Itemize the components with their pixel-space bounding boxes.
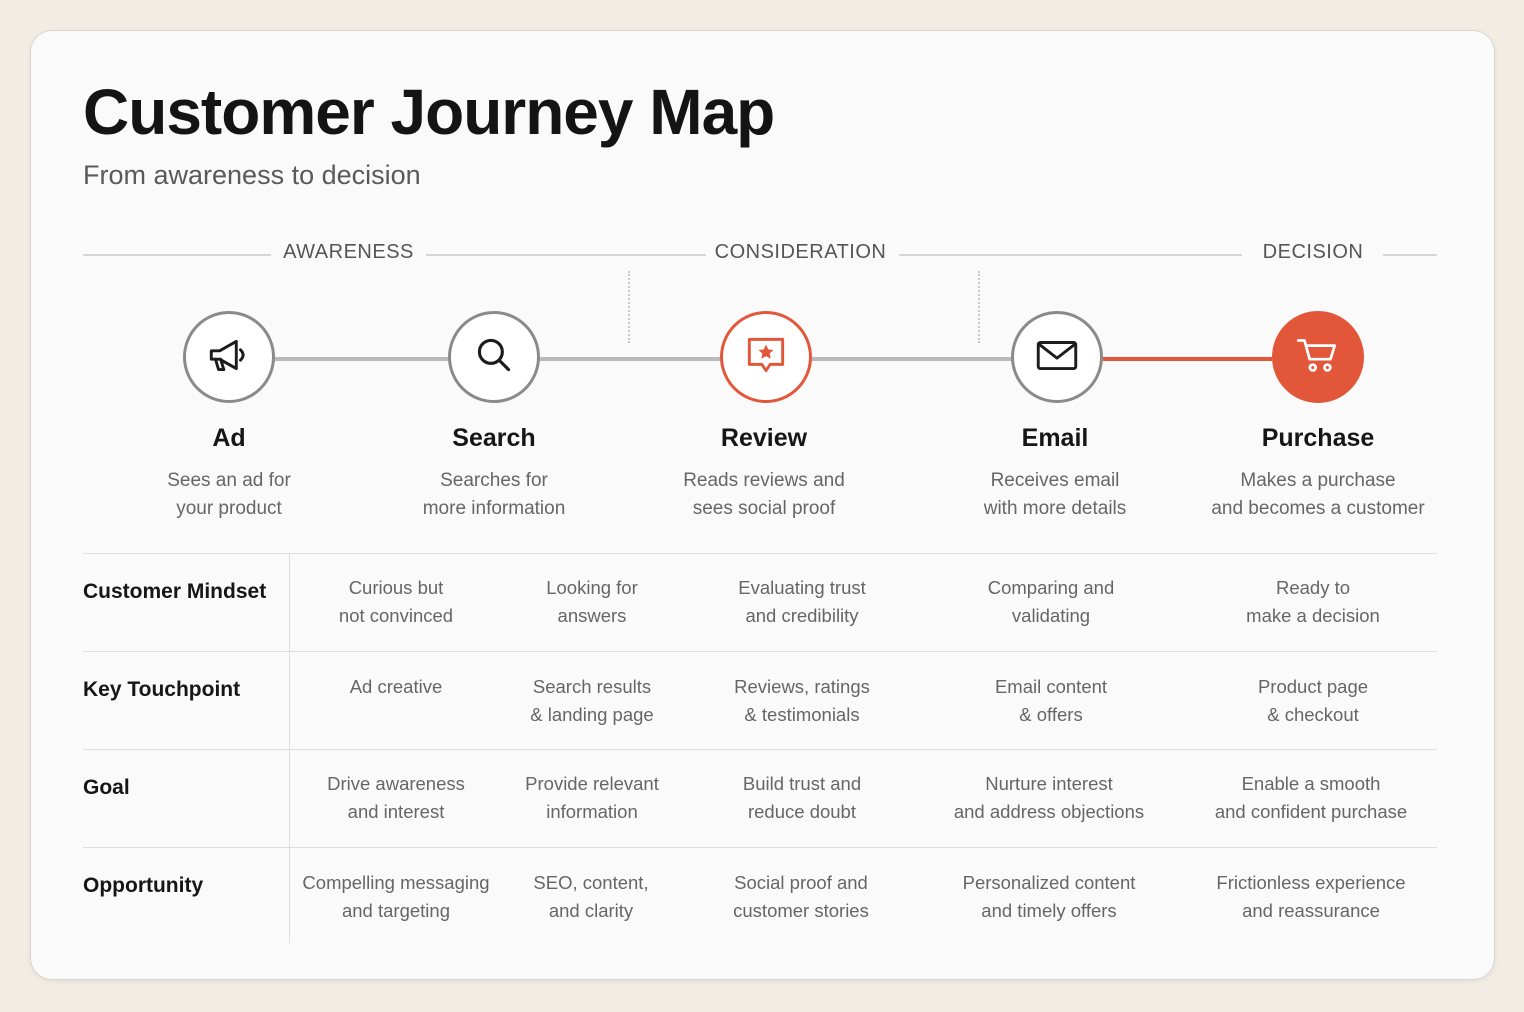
cart-icon xyxy=(1293,330,1343,385)
stage-separator xyxy=(978,271,980,343)
row-label-key-touchpoint: Key Touchpoint xyxy=(83,678,241,701)
step-desc-line: Receives email xyxy=(990,470,1120,491)
step-node-search[interactable] xyxy=(448,311,540,403)
step-connector xyxy=(540,357,720,361)
step-description: Sees an ad for your product xyxy=(99,467,359,523)
step-node-email[interactable] xyxy=(1011,311,1103,403)
stage-label-decision: DECISION xyxy=(1262,241,1364,263)
step-connector xyxy=(275,357,448,361)
stage-separator xyxy=(628,271,630,343)
table-cell: Reviews, ratings& testimonials xyxy=(734,676,870,725)
table-divider xyxy=(83,553,1437,554)
table-cell: Ad creative xyxy=(349,676,443,697)
step-desc-line: and becomes a customer xyxy=(1211,498,1425,519)
review-star-icon xyxy=(741,330,791,385)
stage-label-consideration: CONSIDERATION xyxy=(714,241,887,263)
stage-label-awareness: AWARENESS xyxy=(283,241,414,263)
step-node-purchase[interactable] xyxy=(1272,311,1364,403)
stage-divider-line xyxy=(899,254,1242,256)
step-title: Purchase xyxy=(1261,424,1375,452)
step-connector-active xyxy=(1103,357,1272,361)
envelope-icon xyxy=(1032,330,1082,385)
table-divider xyxy=(83,749,1437,750)
table-cell: Product page& checkout xyxy=(1257,676,1369,725)
table-cell: SEO, content,and clarity xyxy=(533,872,649,921)
table-cell: Email content& offers xyxy=(994,676,1108,725)
step-description: Reads reviews and sees social proof xyxy=(634,467,894,523)
step-desc-line: more information xyxy=(422,498,566,519)
table-divider xyxy=(83,651,1437,652)
page-title: Customer Journey Map xyxy=(83,76,775,148)
step-desc-line: Makes a purchase xyxy=(1240,470,1396,491)
step-description: Receives email with more details xyxy=(925,467,1185,523)
table-cell: Search results& landing page xyxy=(530,676,654,725)
step-purchase: Purchase Makes a purchase and becomes a … xyxy=(1188,424,1448,523)
journey-map-card: Customer Journey Map From awareness to d… xyxy=(30,30,1495,980)
step-desc-line: sees social proof xyxy=(692,498,836,519)
step-node-review[interactable] xyxy=(720,311,812,403)
step-title: Review xyxy=(720,424,808,452)
step-desc-line: Sees an ad for xyxy=(167,470,291,491)
stage-divider-line xyxy=(426,254,706,256)
search-icon xyxy=(469,330,519,385)
table-column-divider xyxy=(289,553,290,943)
table-divider xyxy=(83,847,1437,848)
step-description: Makes a purchase and becomes a customer xyxy=(1188,467,1448,523)
megaphone-icon xyxy=(204,330,254,385)
step-desc-line: your product xyxy=(176,498,282,519)
step-ad: Ad Sees an ad for your product xyxy=(99,424,359,523)
step-desc-line: with more details xyxy=(983,498,1127,519)
row-label-opportunity: Opportunity xyxy=(83,874,204,897)
row-label-goal: Goal xyxy=(83,776,130,799)
step-title: Email xyxy=(1021,424,1089,452)
step-desc-line: Searches for xyxy=(440,470,548,491)
stage-divider-line xyxy=(83,254,271,256)
row-label-customer-mindset: Customer Mindset xyxy=(83,580,267,603)
step-search: Search Searches for more information xyxy=(364,424,624,523)
step-desc-line: Reads reviews and xyxy=(683,470,845,491)
step-review: Review Reads reviews and sees social pro… xyxy=(634,424,894,523)
step-connector xyxy=(812,357,1011,361)
stage-divider-line xyxy=(1383,254,1437,256)
step-email: Email Receives email with more details xyxy=(925,424,1185,523)
step-title: Ad xyxy=(212,424,246,452)
step-title: Search xyxy=(452,424,536,452)
step-node-ad[interactable] xyxy=(183,311,275,403)
page-subtitle: From awareness to decision xyxy=(83,160,421,190)
step-description: Searches for more information xyxy=(364,467,624,523)
